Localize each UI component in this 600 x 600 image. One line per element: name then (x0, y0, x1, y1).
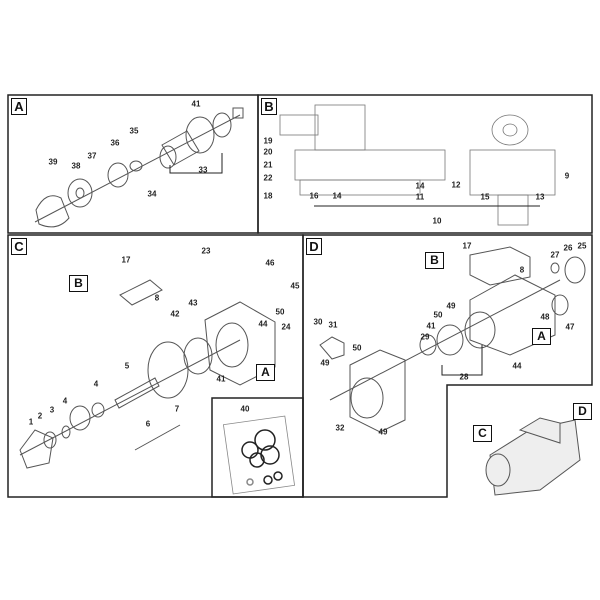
panel-d-letter: D (306, 238, 322, 255)
part-label: 41 (426, 321, 436, 331)
part-label: 18 (263, 191, 273, 201)
panel-b-border (257, 94, 593, 234)
part-label: 27 (550, 250, 560, 260)
part-label: 14 (415, 181, 425, 191)
part-label: 29 (420, 332, 430, 342)
part-label: 19 (263, 136, 273, 146)
part-label: 38 (71, 161, 81, 171)
part-label: 43 (188, 298, 198, 308)
callout-b: B (69, 275, 88, 292)
part-label: 24 (281, 322, 291, 332)
part-label: 49 (320, 358, 330, 368)
part-label: 21 (263, 160, 273, 170)
panel-b-parts (279, 104, 556, 226)
part-label: 45 (290, 281, 300, 291)
part-label: 6 (145, 419, 151, 429)
part-label: 11 (415, 192, 425, 202)
part-label: 20 (263, 147, 273, 157)
part-label: 49 (446, 301, 456, 311)
panel-c-letter: C (11, 238, 27, 255)
part-label: 49 (378, 427, 388, 437)
callout-a: A (532, 328, 551, 345)
callout-d: D (573, 403, 592, 420)
part-label: 44 (258, 319, 268, 329)
kit-seal-parts (222, 415, 296, 495)
part-label: 3 (49, 405, 55, 415)
part-label: 31 (328, 320, 338, 330)
part-label: 5 (124, 361, 130, 371)
part-label: 12 (451, 180, 461, 190)
part-label: 50 (275, 307, 285, 317)
panel-a-border (7, 94, 259, 234)
callout-c: C (473, 425, 492, 442)
part-label: 17 (462, 241, 472, 251)
part-label: 17 (121, 255, 131, 265)
part-label: 8 (519, 265, 525, 275)
part-label: 9 (564, 171, 570, 181)
panel-c-parts (19, 279, 276, 469)
part-label: 10 (432, 216, 442, 226)
part-label: 46 (265, 258, 275, 268)
part-label: 7 (174, 404, 180, 414)
part-label: 35 (129, 126, 139, 136)
part-label: 34 (147, 189, 157, 199)
part-label: 4 (93, 379, 99, 389)
part-label: 28 (459, 372, 469, 382)
panel-a-letter: A (11, 98, 27, 115)
panel-a-parts (34, 107, 244, 228)
part-label: 30 (313, 317, 323, 327)
part-label: 50 (352, 343, 362, 353)
part-label: 41 (216, 374, 226, 384)
part-label: 1 (28, 417, 34, 427)
panel-d-parts (319, 246, 586, 433)
kit-inset-border (211, 397, 304, 498)
part-label: 14 (332, 191, 342, 201)
part-label: 36 (110, 138, 120, 148)
part-label: 32 (335, 423, 345, 433)
part-label: 37 (87, 151, 97, 161)
part-label: 33 (198, 165, 208, 175)
part-label: 15 (480, 192, 490, 202)
part-label: 50 (433, 310, 443, 320)
callout-a: A (256, 364, 275, 381)
part-label: 42 (170, 309, 180, 319)
part-label: 47 (565, 322, 575, 332)
part-label: 2 (37, 411, 43, 421)
part-label: 44 (512, 361, 522, 371)
assembled-pump (485, 417, 581, 496)
part-label: 40 (240, 404, 250, 414)
part-label: 4 (62, 396, 68, 406)
part-label: 25 (577, 241, 587, 251)
part-label: 26 (563, 243, 573, 253)
part-label: 48 (540, 312, 550, 322)
part-label: 16 (309, 191, 319, 201)
panel-b-letter: B (261, 98, 277, 115)
part-label: 22 (263, 173, 273, 183)
callout-b: B (425, 252, 444, 269)
part-label: 39 (48, 157, 58, 167)
part-label: 23 (201, 246, 211, 256)
part-label: 8 (154, 293, 160, 303)
part-label: 41 (191, 99, 201, 109)
part-label: 13 (535, 192, 545, 202)
